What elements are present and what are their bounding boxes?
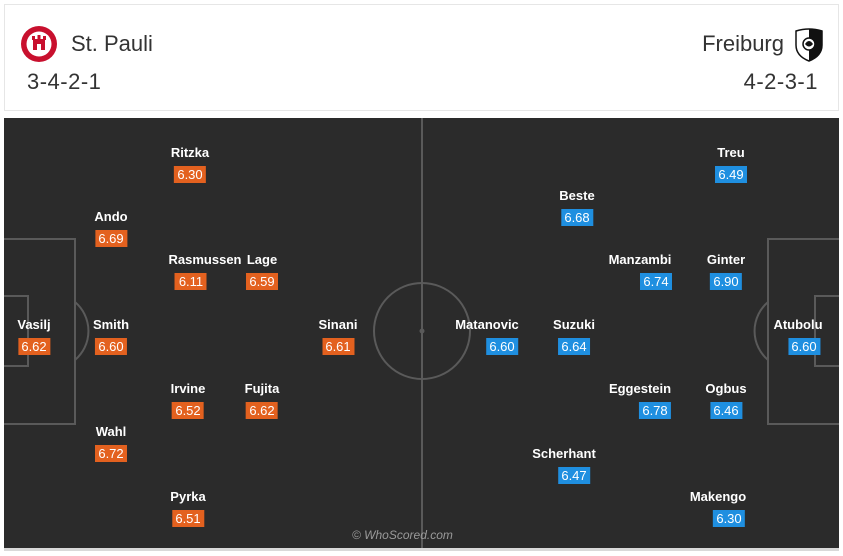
pitch: Vasilj 6.62 Ando 6.69 Smith 6.60 Wahl 6.… — [4, 118, 839, 548]
player-name: Makengo — [689, 489, 747, 504]
player-beste[interactable]: Beste 6.68 — [559, 188, 595, 227]
player-rating: 6.68 — [560, 209, 593, 226]
player-rating: 6.59 — [246, 273, 278, 290]
st-pauli-crest-icon — [21, 26, 57, 62]
player-name: Smith — [92, 317, 130, 332]
player-rating: 6.64 — [558, 338, 590, 355]
player-atubolu[interactable]: Atubolu 6.60 — [773, 317, 823, 356]
player-rating: 6.11 — [174, 273, 207, 290]
player-name: Ogbus — [705, 381, 747, 396]
player-wahl[interactable]: Wahl 6.72 — [95, 424, 127, 463]
player-name: Sinani — [318, 317, 358, 332]
player-name: Matanovic — [455, 317, 519, 332]
watermark: © WhoScored.com — [352, 528, 453, 542]
player-rating: 6.30 — [713, 510, 745, 527]
player-rating: 6.51 — [171, 510, 204, 527]
player-name: Wahl — [95, 424, 127, 439]
away-formation: 4-2-3-1 — [743, 69, 818, 94]
player-pyrka[interactable]: Pyrka 6.51 — [170, 489, 206, 528]
player-rating: 6.62 — [245, 402, 278, 419]
player-rating: 6.69 — [95, 230, 127, 247]
player-rating: 6.60 — [485, 338, 518, 355]
player-name: Treu — [717, 145, 745, 160]
player-rating: 6.52 — [172, 402, 204, 419]
player-lage[interactable]: Lage 6.59 — [246, 252, 278, 291]
player-name: Beste — [559, 188, 595, 203]
match-header: St. Pauli 3-4-2-1 Freiburg 4-2-3-1 — [4, 4, 839, 111]
player-rating: 6.72 — [95, 445, 127, 462]
player-name: Lage — [246, 252, 278, 267]
bottom-divider — [4, 548, 839, 551]
away-team-name[interactable]: Freiburg — [702, 31, 784, 56]
player-rating: 6.74 — [640, 273, 672, 290]
player-name: Vasilj — [17, 317, 51, 332]
freiburg-crest-icon — [795, 28, 823, 62]
home-formation: 3-4-2-1 — [27, 69, 102, 94]
player-ando[interactable]: Ando 6.69 — [94, 209, 128, 248]
player-rasmussen[interactable]: Rasmussen 6.11 — [168, 252, 242, 291]
player-manzambi[interactable]: Manzambi 6.74 — [608, 252, 672, 291]
player-sinani[interactable]: Sinani 6.61 — [318, 317, 358, 356]
player-rating: 6.78 — [639, 402, 671, 419]
player-name: Suzuki — [553, 317, 595, 332]
player-rating: 6.60 — [95, 338, 127, 355]
player-rating: 6.90 — [709, 273, 742, 290]
player-name: Atubolu — [773, 317, 823, 332]
player-rating: 6.61 — [321, 338, 354, 355]
player-eggestein[interactable]: Eggestein 6.78 — [609, 381, 671, 420]
player-irvine[interactable]: Irvine 6.52 — [170, 381, 206, 420]
pitch-markings — [4, 118, 839, 548]
player-vasilj[interactable]: Vasilj 6.62 — [17, 317, 51, 356]
player-makengo[interactable]: Makengo 6.30 — [690, 489, 746, 528]
player-smith[interactable]: Smith 6.60 — [93, 317, 129, 356]
player-ginter[interactable]: Ginter 6.90 — [707, 252, 745, 291]
player-rating: 6.46 — [709, 402, 742, 419]
player-rating: 6.47 — [557, 467, 590, 484]
player-fujita[interactable]: Fujita 6.62 — [244, 381, 280, 420]
player-matanovic[interactable]: Matanovic 6.60 — [455, 317, 519, 356]
player-name: Irvine — [170, 381, 206, 396]
player-treu[interactable]: Treu 6.49 — [715, 145, 747, 184]
player-name: Ritzka — [170, 145, 210, 160]
player-name: Rasmussen — [168, 252, 242, 267]
player-rating: 6.49 — [715, 166, 747, 183]
player-rating: 6.62 — [18, 338, 50, 355]
player-name: Manzambi — [608, 252, 672, 267]
player-ritzka[interactable]: Ritzka 6.30 — [171, 145, 209, 184]
player-suzuki[interactable]: Suzuki 6.64 — [553, 317, 595, 356]
player-name: Ginter — [706, 252, 746, 267]
home-team-name[interactable]: St. Pauli — [71, 31, 153, 56]
player-scherhant[interactable]: Scherhant 6.47 — [532, 446, 596, 485]
player-name: Scherhant — [532, 446, 596, 461]
player-name: Fujita — [244, 381, 280, 396]
player-rating: 6.60 — [788, 338, 820, 355]
player-rating: 6.30 — [173, 166, 206, 183]
player-name: Eggestein — [608, 381, 672, 396]
player-name: Pyrka — [170, 489, 206, 504]
player-name: Ando — [94, 209, 128, 224]
player-ogbus[interactable]: Ogbus 6.46 — [705, 381, 747, 420]
